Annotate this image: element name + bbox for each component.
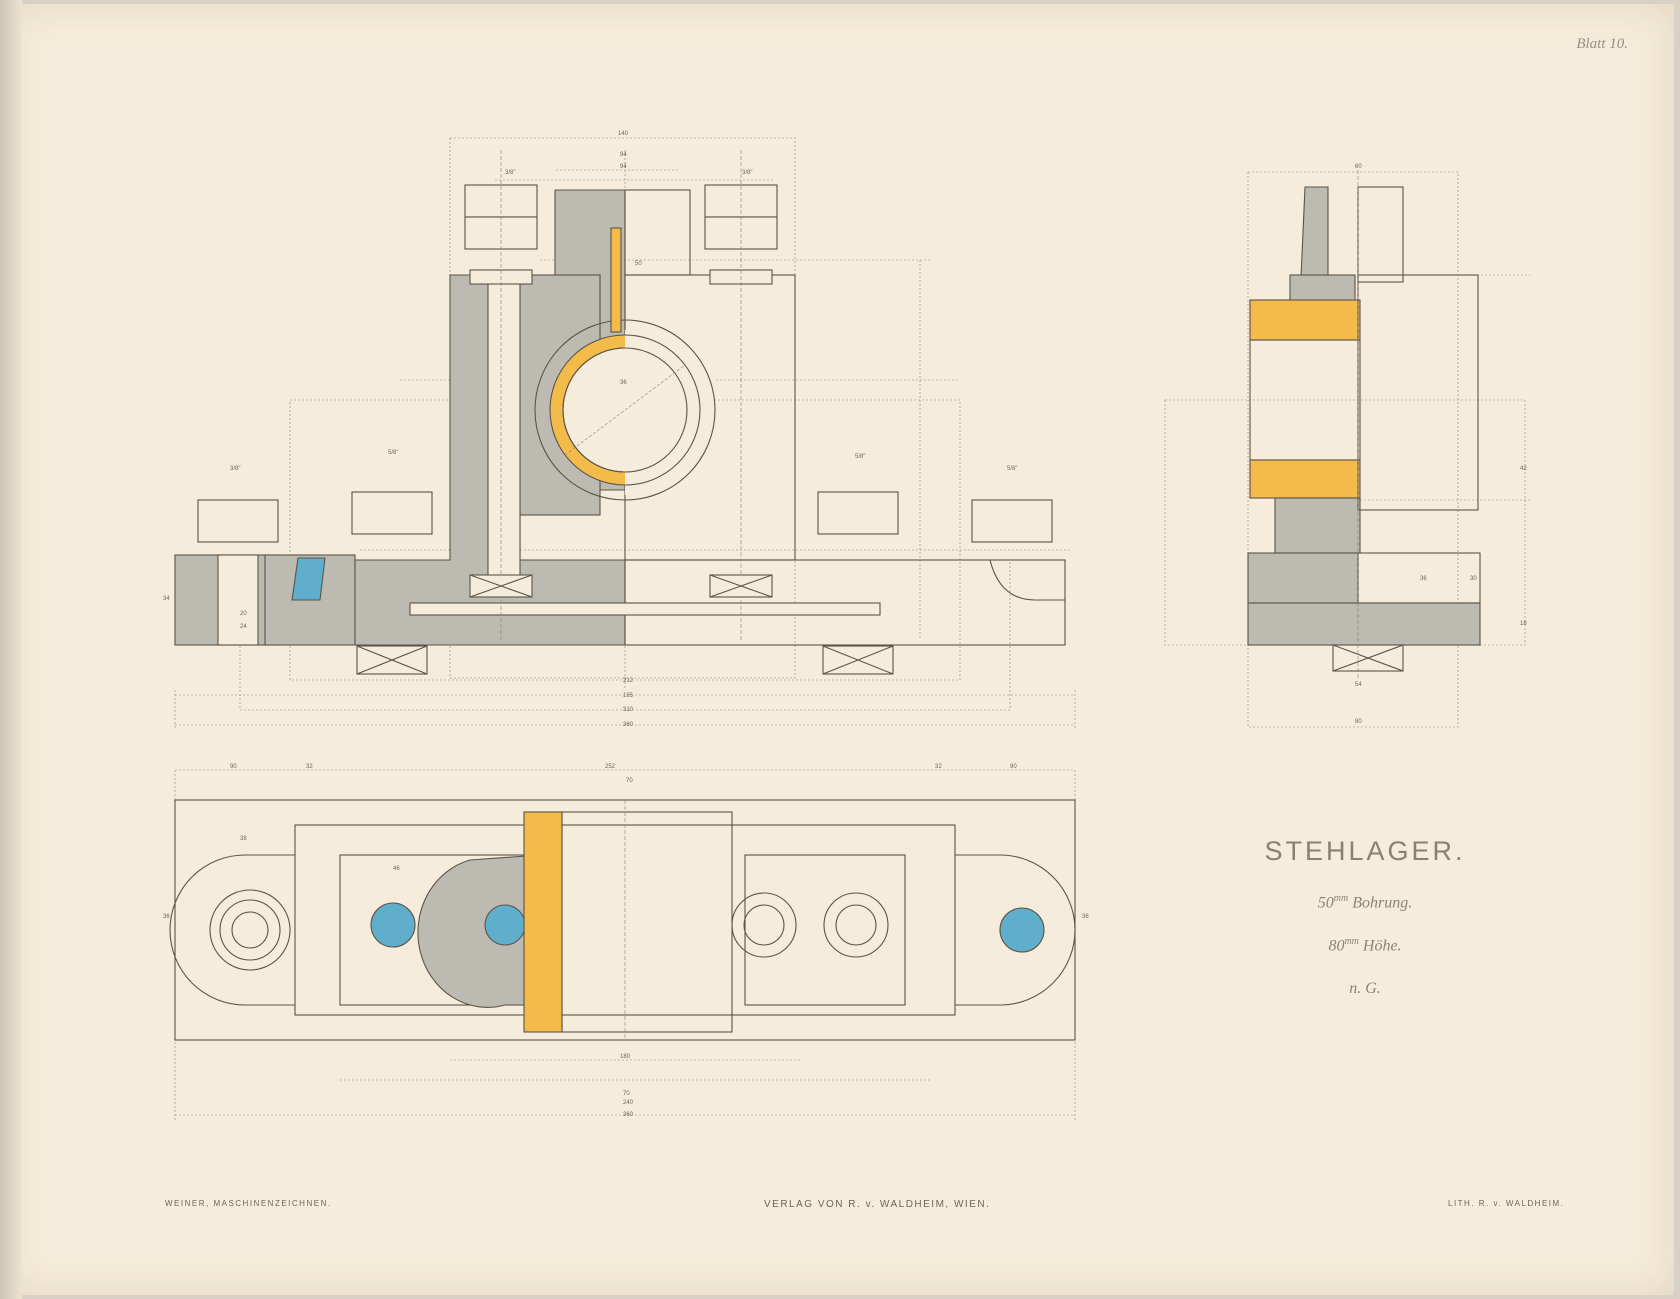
imprint-right: LITH. R. v. WALDHEIM. <box>1448 1199 1565 1208</box>
dim-label: 3/8" <box>505 170 515 176</box>
dim-label: 140 <box>618 131 629 137</box>
plan-dimension-lines <box>174 769 1076 1120</box>
dim-label: 32 <box>306 764 313 770</box>
dim-label: 94 <box>620 164 627 170</box>
dim-label: 36 <box>1082 914 1089 920</box>
dim-label: 180 <box>620 1054 631 1060</box>
bore-line: 50mm Bohrung. <box>1195 893 1535 912</box>
dim-label: 20 <box>240 611 247 617</box>
title-block: STEHLAGER. 50mm Bohrung. 80mm Höhe. n. G… <box>1195 836 1535 998</box>
dim-label: 70 <box>626 778 633 784</box>
dim-label: 5/8" <box>855 454 865 460</box>
dim-label: 360 <box>623 1112 634 1118</box>
dim-label: 34 <box>163 596 170 602</box>
height-text: Höhe. <box>1362 937 1402 955</box>
scale-note: n. G. <box>1349 979 1381 997</box>
height-line: 80mm Höhe. <box>1195 936 1535 955</box>
front-top-bolts <box>464 150 778 640</box>
dim-label: 18 <box>1520 621 1527 627</box>
dim-label: 212 <box>623 678 634 684</box>
dim-label: 46 <box>393 866 400 872</box>
height-value: 80 <box>1328 937 1345 955</box>
dim-label: 3/8" <box>742 170 752 176</box>
bore-text: Bohrung. <box>1352 894 1413 912</box>
bore-unit: mm <box>1333 893 1349 904</box>
dim-label: 185 <box>623 693 634 699</box>
plate-number: Blatt 10. <box>1576 36 1628 52</box>
dim-label: 54 <box>1355 682 1362 688</box>
imprint-left: WEINER, MASCHINENZEICHNEN. <box>165 1199 332 1208</box>
dim-label: 90 <box>1010 764 1017 770</box>
plan-view <box>169 769 1076 1120</box>
dim-label: 94 <box>620 152 627 158</box>
dim-label: 38 <box>240 836 247 842</box>
dim-label: 24 <box>240 624 247 630</box>
dim-label: 36 <box>620 380 627 386</box>
dim-label: 5/8" <box>388 450 398 456</box>
dim-label: 310 <box>623 707 634 713</box>
dim-label: 252 <box>605 764 616 770</box>
dim-label: 70 <box>623 1091 630 1097</box>
front-view <box>174 137 1076 730</box>
dim-label: 90 <box>230 764 237 770</box>
dim-label: 5/8" <box>1007 466 1017 472</box>
front-foot-bolts <box>197 491 1053 675</box>
dim-label: 36 <box>163 914 170 920</box>
dim-label: 3/8" <box>230 466 240 472</box>
sheet-edge <box>0 0 22 1299</box>
dim-label: 80 <box>1355 719 1362 725</box>
dim-label: 32 <box>935 764 942 770</box>
bore-value: 50 <box>1317 894 1334 912</box>
height-unit: mm <box>1344 936 1359 948</box>
dim-label: 36 <box>1420 576 1427 582</box>
dim-label: 42 <box>1520 466 1527 472</box>
dim-label: 360 <box>623 722 634 728</box>
dim-label: 30 <box>1470 576 1477 582</box>
dim-label: 50 <box>635 261 642 267</box>
dim-label: 240 <box>623 1100 634 1106</box>
dim-label: 60 <box>1355 164 1362 170</box>
side-view <box>1164 170 1530 728</box>
title-main: STEHLAGER. <box>1264 836 1466 866</box>
imprint-center: VERLAG VON R. v. WALDHEIM, WIEN. <box>764 1199 991 1210</box>
dimension-labels: 140 94 94 50 36 3/8" 3/8" 3/8" 5/8" 5/8"… <box>163 131 1527 1118</box>
